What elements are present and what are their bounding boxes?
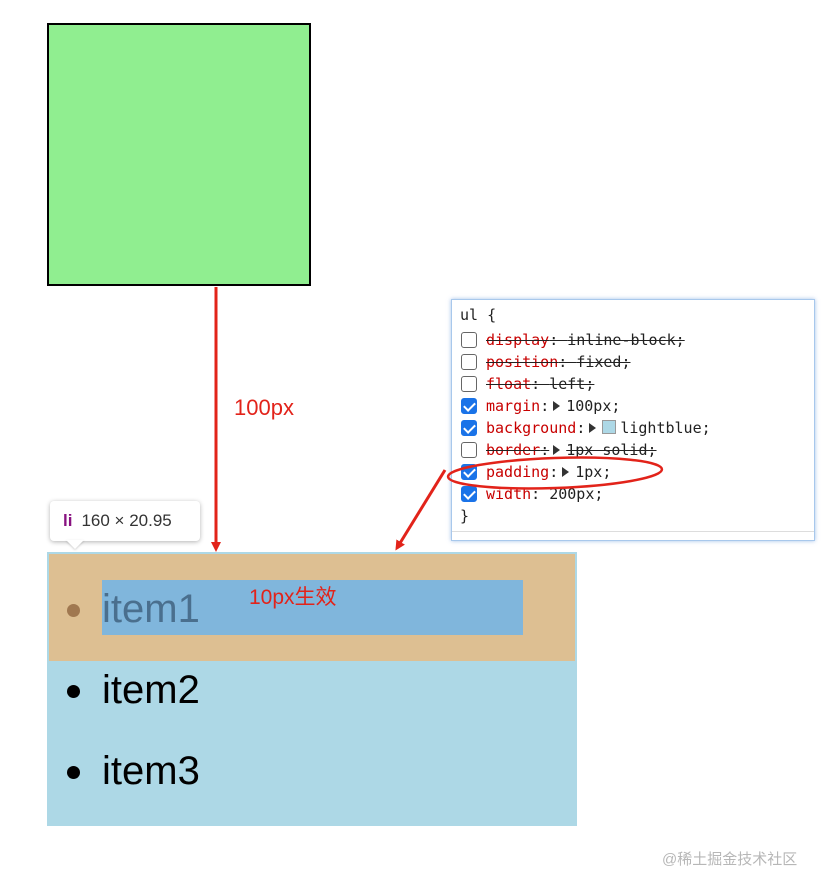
li-content-highlight [102,580,523,635]
declaration-width: width: 200px; [461,483,603,505]
declaration-checkbox[interactable] [461,486,477,502]
declaration-border: border:1px solid; [461,439,657,461]
effect-label: 10px生效 [249,586,337,609]
list-item-text: item2 [102,668,200,712]
property-value[interactable]: 100px; [566,397,621,415]
property-name[interactable]: background [486,419,577,437]
declaration-background: background:lightblue; [461,417,711,439]
declaration-checkbox[interactable] [461,442,477,458]
list-item-text: item3 [102,749,200,793]
property-value[interactable]: fixed; [576,353,631,371]
element-tooltip: li 160 × 20.95 [50,501,200,541]
bullet-icon [67,604,80,617]
declaration-checkbox[interactable] [461,464,477,480]
property-name[interactable]: display [486,331,550,349]
tooltip-pointer [66,540,84,549]
green-box [47,23,311,286]
declaration-checkbox[interactable] [461,398,477,414]
bullet-icon [67,766,80,779]
margin-distance-label: 100px [234,395,294,420]
pointer-arrow [395,469,447,551]
tooltip-dimensions: 160 × 20.95 [81,511,172,530]
declaration-display: display: inline-block; [461,329,685,351]
property-name[interactable]: padding [486,463,550,481]
rule-close-brace: } [460,507,470,525]
property-value[interactable]: 1px solid; [566,441,657,459]
tooltip-tag: li [63,511,73,530]
declaration-checkbox[interactable] [461,376,477,392]
property-name[interactable]: width [486,485,532,503]
property-value[interactable]: 1px; [575,463,612,481]
property-value[interactable]: inline-block; [567,331,685,349]
property-name[interactable]: margin [486,397,541,415]
declaration-padding: padding:1px; [461,461,611,483]
declaration-checkbox[interactable] [461,332,477,348]
property-name[interactable]: position [486,353,559,371]
declaration-position: position: fixed; [461,351,631,373]
expand-triangle-icon[interactable] [589,423,597,433]
property-value[interactable]: left; [549,375,595,393]
ul-box: item1 item2 item3 10px生效 [47,552,577,826]
declaration-margin: margin:100px; [461,395,620,417]
list-item-text: item1 [102,587,200,631]
watermark: @稀土掘金技术社区 [662,851,798,868]
expand-triangle-icon[interactable] [562,467,570,477]
declaration-float: float: left; [461,373,594,395]
expand-triangle-icon[interactable] [553,401,561,411]
property-name[interactable]: float [486,375,532,393]
property-value[interactable]: 200px; [549,485,604,503]
declaration-checkbox[interactable] [461,354,477,370]
color-swatch-icon[interactable] [602,420,617,434]
panel-divider [452,531,814,532]
expand-triangle-icon[interactable] [553,445,561,455]
bullet-icon [67,685,80,698]
css-styles-panel: ul { display: inline-block; position: fi… [451,299,815,541]
rule-selector: ul { [460,306,497,324]
property-name[interactable]: border [486,441,541,459]
declaration-checkbox[interactable] [461,420,477,436]
property-value[interactable]: lightblue; [620,419,711,437]
